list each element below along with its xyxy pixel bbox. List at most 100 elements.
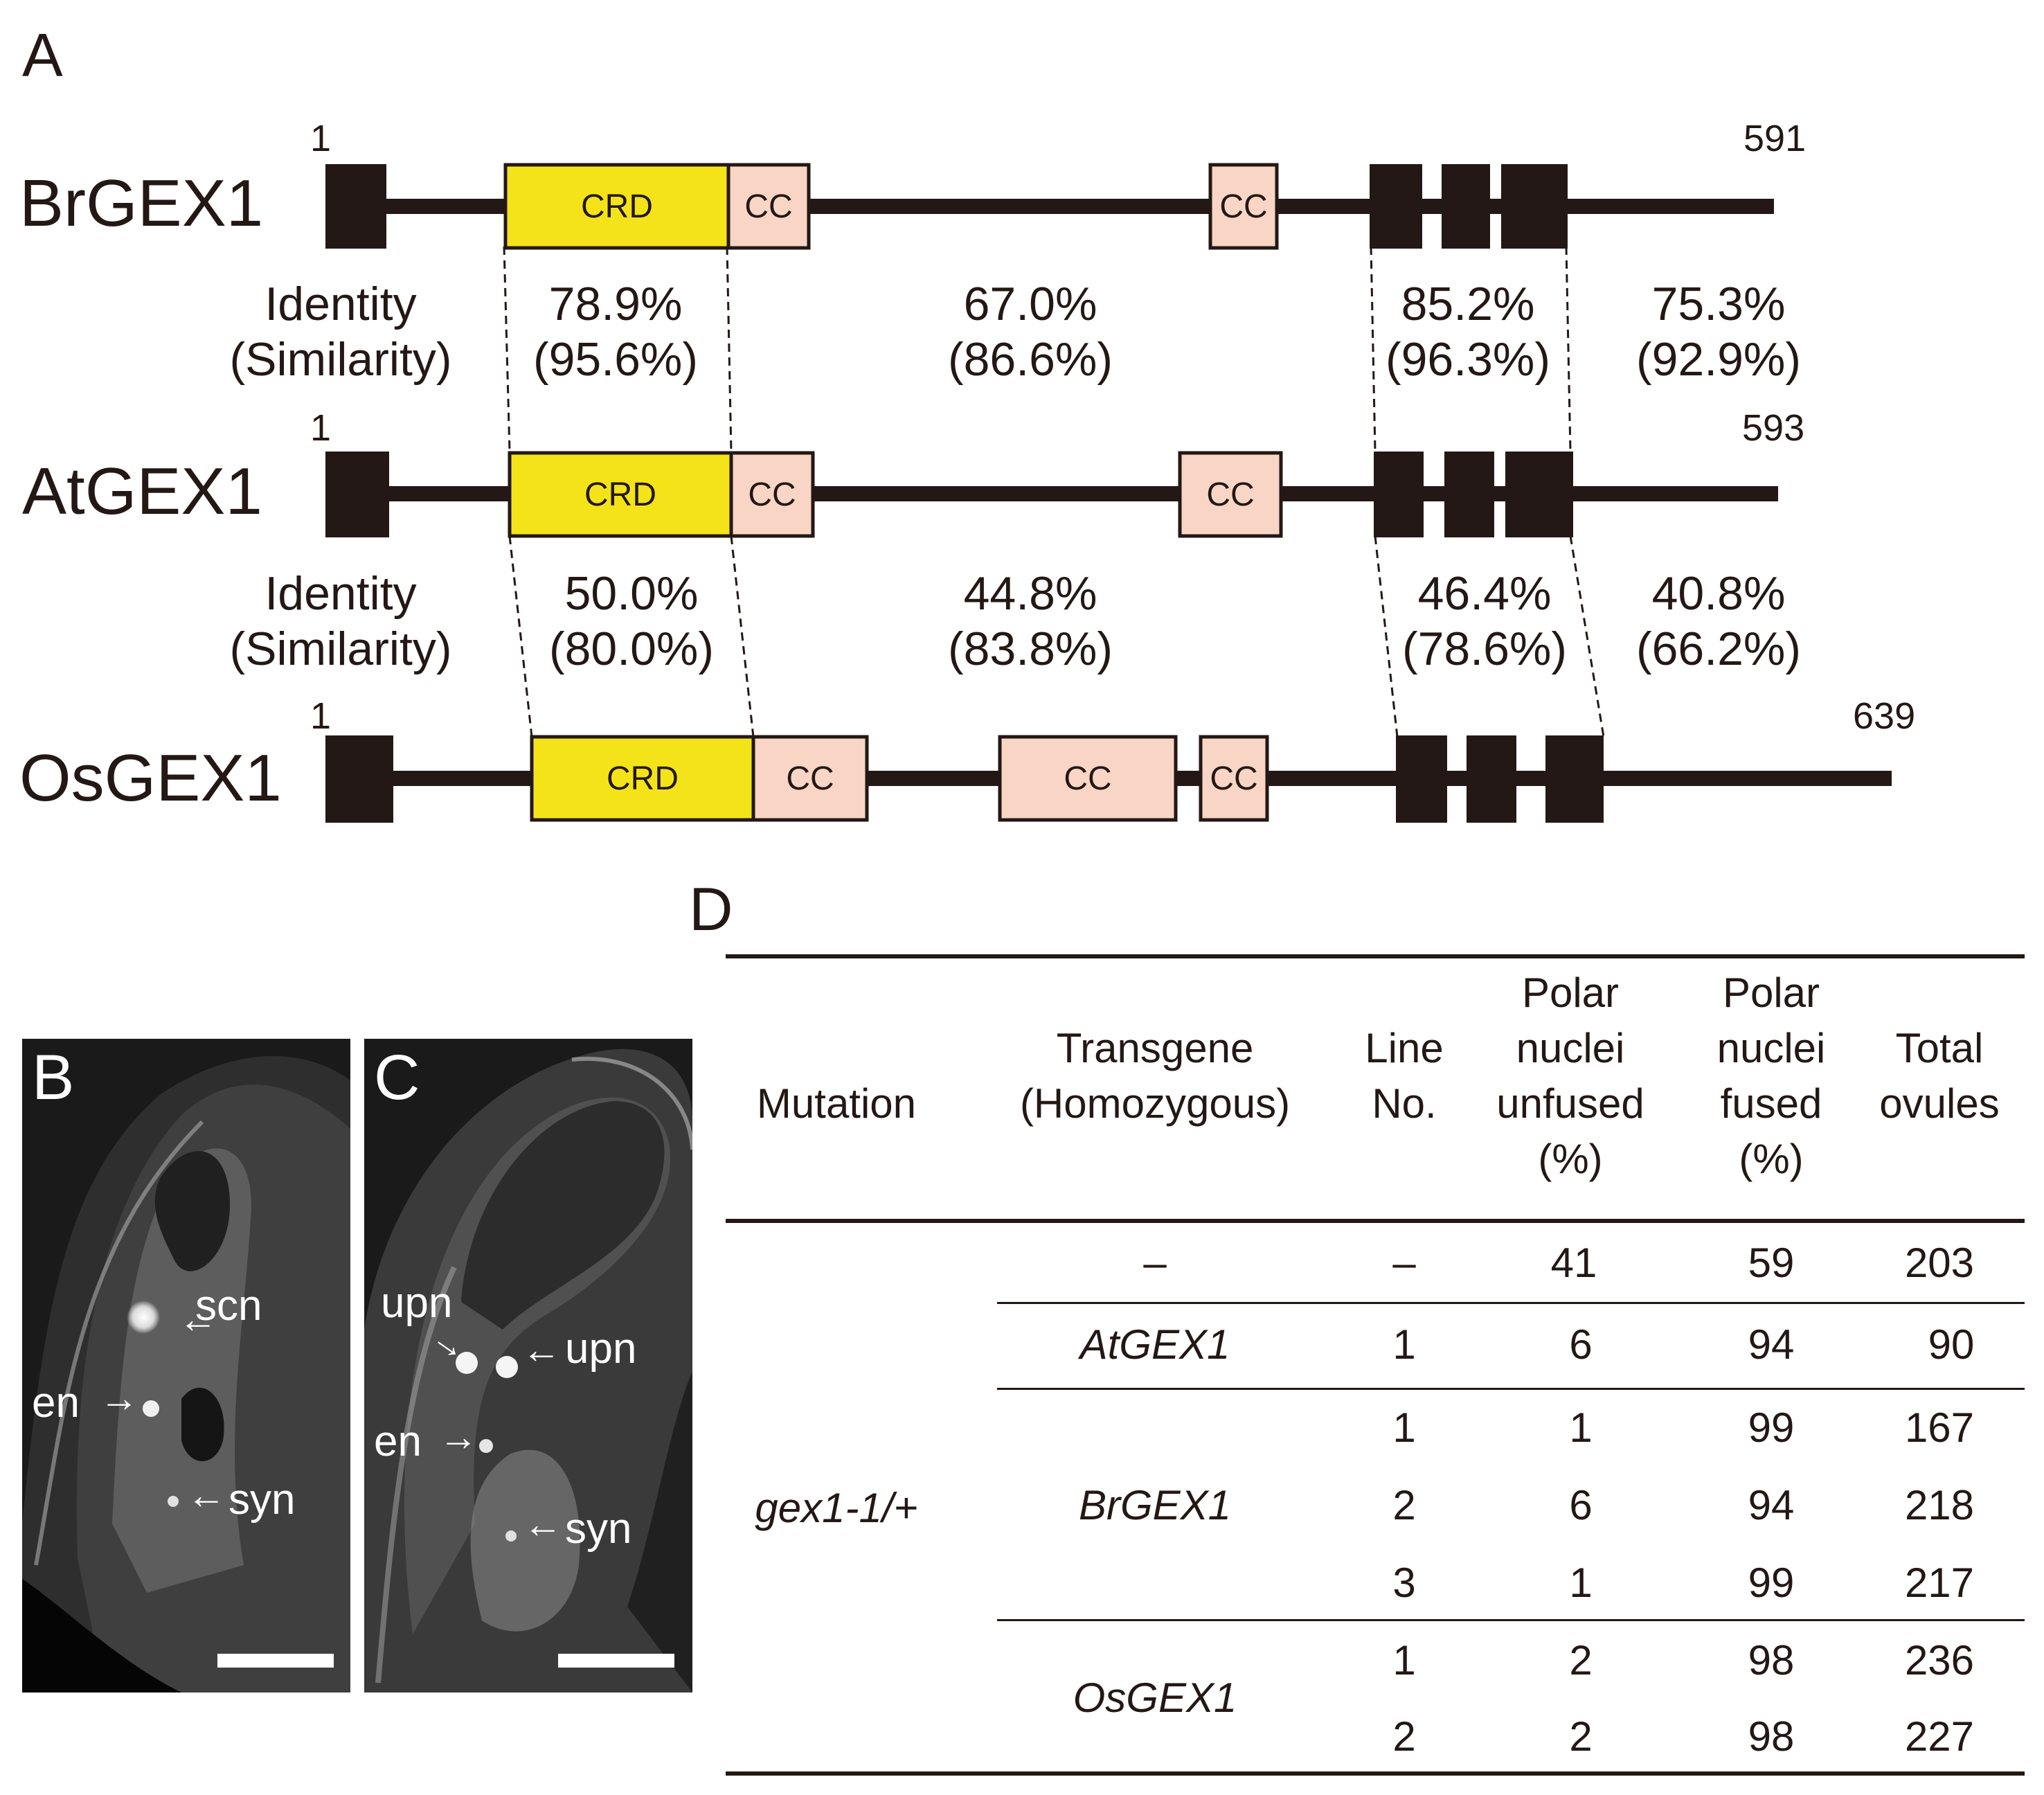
header-transgene: Transgene xyxy=(1056,1025,1254,1071)
identity-value: 67.0% xyxy=(964,278,1097,330)
upn-label: upn xyxy=(565,1325,637,1373)
header-line: Line xyxy=(1365,1025,1444,1071)
protein-row-brgex1: BrGEX1 1 591 CRD CC CC xyxy=(19,118,1806,250)
c-terminal-block xyxy=(1501,164,1568,249)
protein-row-atgex1: AtGEX1 1 593 CRD CC CC xyxy=(22,407,1804,538)
cc-domain xyxy=(1178,451,1283,538)
cc-label: CC xyxy=(1064,760,1111,797)
total-cell: 217 xyxy=(1904,1560,1975,1606)
panel-a-letter: A xyxy=(22,21,63,89)
upn-label: upn xyxy=(381,1279,453,1327)
cc-domain xyxy=(751,735,869,822)
identity-label: Identity xyxy=(265,567,416,620)
similarity-value: (80.0%) xyxy=(549,623,714,675)
unfused-cell: 6 xyxy=(1569,1482,1593,1528)
group-divider xyxy=(997,1619,2025,1621)
start-position: 1 xyxy=(310,118,331,159)
total-cell: 167 xyxy=(1904,1404,1975,1451)
transgene-cell: AtGEX1 xyxy=(1079,1321,1230,1368)
group-divider xyxy=(997,1302,2025,1304)
identity-value: 85.2% xyxy=(1401,278,1535,330)
similarity-value: (86.6%) xyxy=(948,333,1113,386)
table-top-rule xyxy=(726,954,2025,958)
en-label: en xyxy=(374,1418,422,1465)
line-cell: 2 xyxy=(1392,1713,1416,1760)
header-mutation: Mutation xyxy=(756,1080,917,1127)
comparison-br-at: Identity (Similarity) 78.9% (95.6%) 67.0… xyxy=(229,278,1801,386)
similarity-label: (Similarity) xyxy=(229,623,451,675)
header-line: No. xyxy=(1372,1080,1437,1127)
c-terminal-block xyxy=(1444,452,1494,537)
fused-cell: 98 xyxy=(1748,1637,1795,1684)
similarity-value: (95.6%) xyxy=(533,333,698,386)
fused-cell: 94 xyxy=(1748,1482,1795,1528)
micrograph-c-image xyxy=(364,1039,692,1693)
micrograph-b-image xyxy=(22,1039,350,1693)
header-unfused: unfused xyxy=(1496,1080,1644,1127)
cc-label: CC xyxy=(748,476,796,513)
fused-cell: 98 xyxy=(1748,1713,1795,1760)
total-cell: 227 xyxy=(1904,1713,1975,1760)
crd-label: CRD xyxy=(581,188,653,225)
line-cell: – xyxy=(1392,1240,1416,1286)
table-bottom-rule xyxy=(726,1771,2025,1776)
line-cell: 1 xyxy=(1392,1637,1416,1684)
header-fused: Polar xyxy=(1722,970,1820,1016)
line-cell: 1 xyxy=(1392,1321,1416,1368)
header-transgene: (Homozygous) xyxy=(1019,1080,1291,1127)
unfused-cell: 2 xyxy=(1569,1713,1593,1760)
cc-domain xyxy=(726,163,811,250)
transgene-cell: BrGEX1 xyxy=(1078,1482,1232,1528)
identity-value: 78.9% xyxy=(549,278,683,330)
crd-label: CRD xyxy=(584,476,656,513)
header-unfused: Polar xyxy=(1521,970,1620,1016)
c-terminal-block xyxy=(1442,164,1490,249)
c-terminal-block xyxy=(1505,452,1573,537)
similarity-value: (66.2%) xyxy=(1636,623,1801,675)
cc-domain xyxy=(729,451,815,538)
domain-structure-diagram: A BrGEX1 1 591 CRD CC CC Identity (Simil… xyxy=(19,21,1915,823)
similarity-label: (Similarity) xyxy=(229,333,451,386)
fused-cell: 99 xyxy=(1748,1560,1795,1606)
header-unfused: nuclei xyxy=(1516,1025,1625,1071)
arrow-icon: ← xyxy=(187,1473,226,1517)
similarity-value: (78.6%) xyxy=(1402,623,1567,675)
arrow-icon: ← xyxy=(523,1502,562,1546)
micrograph-c: C upn → upn ← en → syn ← xyxy=(364,1039,692,1693)
unfused-cell: 1 xyxy=(1569,1560,1593,1606)
cc-label: CC xyxy=(1210,760,1257,797)
header-fused: (%) xyxy=(1739,1136,1804,1182)
panel-d-letter: D xyxy=(689,875,733,943)
table-header-rule xyxy=(726,1219,2025,1223)
identity-value: 75.3% xyxy=(1652,278,1786,330)
identity-value: 46.4% xyxy=(1418,567,1552,620)
syn-label: syn xyxy=(565,1505,632,1553)
end-position: 591 xyxy=(1743,118,1806,159)
cc-label: CC xyxy=(786,760,834,797)
en-label: en xyxy=(32,1379,80,1427)
identity-value: 44.8% xyxy=(964,567,1097,620)
syn-label: syn xyxy=(228,1476,296,1524)
crd-label: CRD xyxy=(607,760,679,797)
scn-label: scn xyxy=(195,1282,262,1330)
c-terminal-block xyxy=(1396,735,1447,823)
identity-value: 40.8% xyxy=(1652,567,1786,620)
arrow-icon: → xyxy=(439,1415,478,1458)
cc-label: CC xyxy=(1206,476,1254,513)
header-fused: nuclei xyxy=(1716,1025,1826,1071)
c-terminal-block xyxy=(1370,164,1422,249)
group-divider xyxy=(997,1388,2025,1390)
c-terminal-block xyxy=(1374,452,1424,537)
unfused-cell: 41 xyxy=(1550,1240,1597,1286)
transgene-cell: – xyxy=(1143,1240,1167,1286)
scale-bar xyxy=(217,1654,334,1668)
header-unfused: (%) xyxy=(1538,1136,1603,1182)
n-terminal-block xyxy=(325,452,389,537)
header-total: ovules xyxy=(1879,1080,2000,1127)
line-cell: 2 xyxy=(1392,1482,1416,1528)
end-position: 639 xyxy=(1853,695,1915,737)
identity-label: Identity xyxy=(265,278,416,330)
unfused-cell: 6 xyxy=(1569,1321,1593,1368)
c-terminal-block xyxy=(1467,735,1516,823)
cc-domain xyxy=(998,735,1178,822)
